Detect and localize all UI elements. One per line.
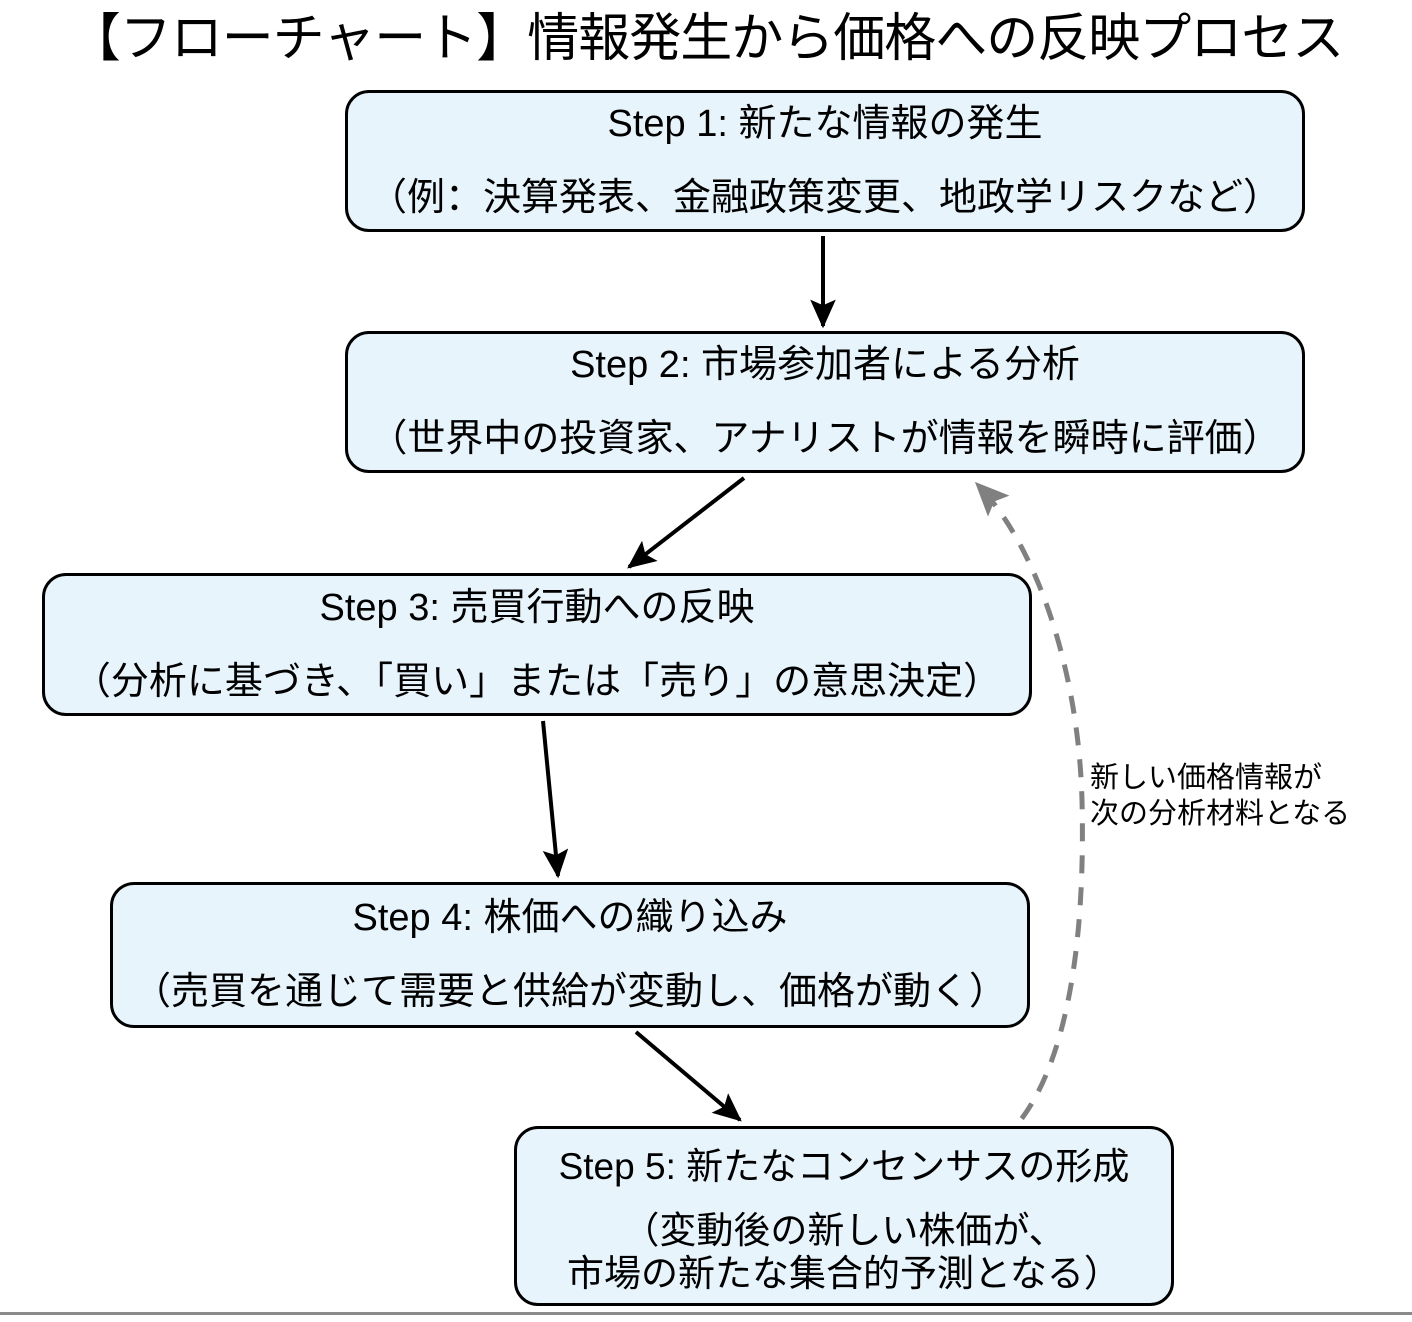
node-step5-heading: Step 5: 新たなコンセンサスの形成 [558,1146,1130,1187]
node-step4[interactable]: Step 4: 株価への織り込み （売買を通じて需要と供給が変動し、価格が動く） [110,882,1030,1028]
node-step1-heading: Step 1: 新たな情報の発生 [607,103,1043,145]
node-step2[interactable]: Step 2: 市場参加者による分析 （世界中の投資家、アナリストが情報を瞬時に… [345,331,1305,473]
feedback-edge-label: 新しい価格情報が 次の分析材料となる [1090,762,1351,830]
node-step5-detail: （変動後の新しい株価が、 市場の新たな集合的予測となる） [567,1210,1121,1294]
node-step2-heading: Step 2: 市場参加者による分析 [570,344,1080,386]
node-step4-detail: （売買を通じて需要と供給が変動し、価格が動く） [132,971,1007,1013]
node-step3[interactable]: Step 3: 売買行動への反映 （分析に基づき、「買い」または「売り」の意思決… [42,573,1032,716]
edge-step4-to-step5 [634,1030,742,1122]
node-step1[interactable]: Step 1: 新たな情報の発生 （例：決算発表、金融政策変更、地政学リスクなど… [345,90,1305,232]
node-step2-detail: （世界中の投資家、アナリストが情報を瞬時に評価） [369,418,1281,460]
page-title: 【フローチャート】情報発生から価格への反映プロセス [68,10,1344,68]
node-step5[interactable]: Step 5: 新たなコンセンサスの形成 （変動後の新しい株価が、 市場の新たな… [514,1126,1174,1306]
edge-step3-to-step4 [541,720,569,879]
edge-step2-to-step3 [627,476,746,569]
node-step3-detail: （分析に基づき、「買い」または「売り」の意思決定） [72,660,1002,703]
node-step3-heading: Step 3: 売買行動への反映 [319,586,755,629]
bottom-divider [0,1312,1412,1315]
node-step4-heading: Step 4: 株価への織り込み [352,897,788,939]
node-step1-detail: （例：決算発表、金融政策変更、地政学リスクなど） [368,177,1281,219]
